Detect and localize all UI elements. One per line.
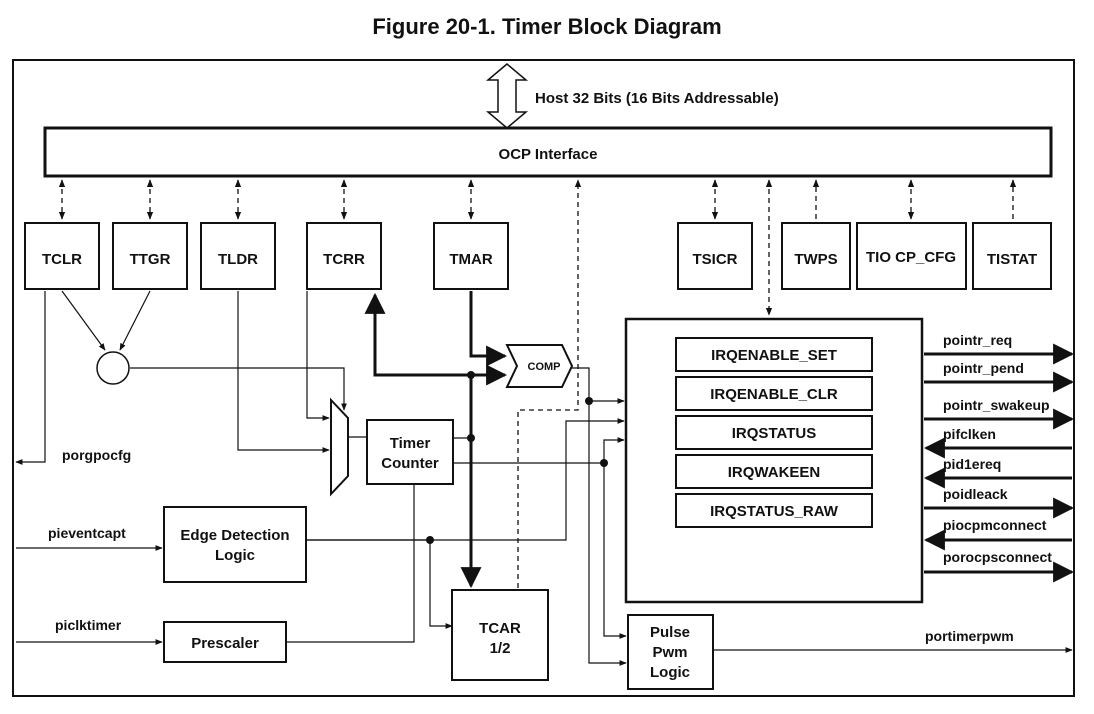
irqwakeen-box [675,454,873,489]
pulse-pwm-logic-block: Pulse Pwm Logic [627,614,714,690]
edge-detection-line1: Edge Detection [180,527,289,544]
signal-porgpocfg: porgpocfg [62,447,131,463]
edge-detection-block: Edge Detection Logic [163,506,307,583]
signal-porocpsconnect: porocpsconnect [943,549,1052,565]
tcar-line1: TCAR [479,620,521,637]
register-tistat: TISTAT [972,222,1052,290]
irq-signal-lines [923,343,1075,583]
register-bus-links [58,179,1017,588]
timer-counter-block: Timer Counter [366,419,454,485]
comp-label: COMP [528,361,561,373]
signal-pid1ereq: pid1ereq [943,456,1001,472]
register-tiocp-cfg: TIO CP_CFG [856,222,967,290]
link-tcar-ocp [517,179,582,588]
tmar-label: TMAR [449,251,492,268]
signal-portimerpwm: portimerpwm [925,628,1014,644]
signal-pointr-req: pointr_req [943,332,1012,348]
signal-pointr-swakeup: pointr_swakeup [943,397,1050,413]
signal-pointr-pend: pointr_pend [943,360,1024,376]
load-mux [330,397,349,497]
pulse-pwm-line2: Pwm [652,644,687,661]
tistat-label: TISTAT [987,251,1037,268]
host-label: Host 32 Bits (16 Bits Addressable) [535,90,779,107]
register-ttgr: TTGR [112,222,188,290]
irqenable-clr-box [675,376,873,411]
pulse-pwm-line1: Pulse [650,624,690,641]
tldr-label: TLDR [218,251,258,268]
signal-pieventcapt: pieventcapt [48,525,126,541]
irqenable-clr-label: IRQENABLE_CLR [710,386,838,403]
register-tmar: TMAR [433,222,509,290]
tclr-label: TCLR [42,251,82,268]
tcar-block: TCAR 1/2 [451,589,549,681]
register-tclr: TCLR [24,222,100,290]
junction-dots [426,371,608,544]
thin-signal-lines [15,290,1073,666]
register-tsicr: TSICR [677,222,753,290]
irqstatus-box [675,415,873,450]
timer-counter-line2: Counter [381,455,439,472]
irq-signal-labels: pointr_req pointr_pend pointr_swakeup pi… [943,332,1052,565]
irqstatus-label: IRQSTATUS [732,425,816,442]
host-bus-arrow [485,63,529,129]
signal-piocpmconnect: piocpmconnect [943,517,1047,533]
irqstatus-raw-box [675,493,873,528]
comparator-block: COMP [505,344,574,388]
irq-block: IRQENABLE_SET IRQENABLE_CLR IRQSTATUS IR… [624,317,924,604]
figure-title: Figure 20-1. Timer Block Diagram [372,14,721,39]
signal-pifclken: pifclken [943,426,996,442]
trigger-gate-circle [96,351,130,385]
irqstatus-raw-label: IRQSTATUS_RAW [710,503,839,520]
irqenable-set-box [675,337,873,372]
tsicr-label: TSICR [693,251,738,268]
tcrr-label: TCRR [323,251,365,268]
signal-poidleack: poidleack [943,486,1008,502]
register-tcrr: TCRR [306,222,382,290]
tcar-line2: 1/2 [490,640,511,657]
ttgr-label: TTGR [130,251,171,268]
irqenable-set-label: IRQENABLE_SET [711,347,837,364]
ocp-label: OCP Interface [499,146,598,163]
irqwakeen-label: IRQWAKEEN [728,464,821,481]
thick-signal-lines [364,291,508,589]
pulse-pwm-line3: Logic [650,664,690,681]
register-tldr: TLDR [200,222,276,290]
edge-detection-line2: Logic [215,547,255,564]
prescaler-label: Prescaler [191,635,259,652]
twps-label: TWPS [794,251,837,268]
prescaler-block: Prescaler [163,621,287,663]
tiocp-label: TIO CP_CFG [866,249,956,266]
signal-piclktimer: piclktimer [55,617,122,633]
timer-counter-line1: Timer [390,435,431,452]
ocp-interface: OCP Interface [43,126,1053,178]
register-twps: TWPS [781,222,851,290]
